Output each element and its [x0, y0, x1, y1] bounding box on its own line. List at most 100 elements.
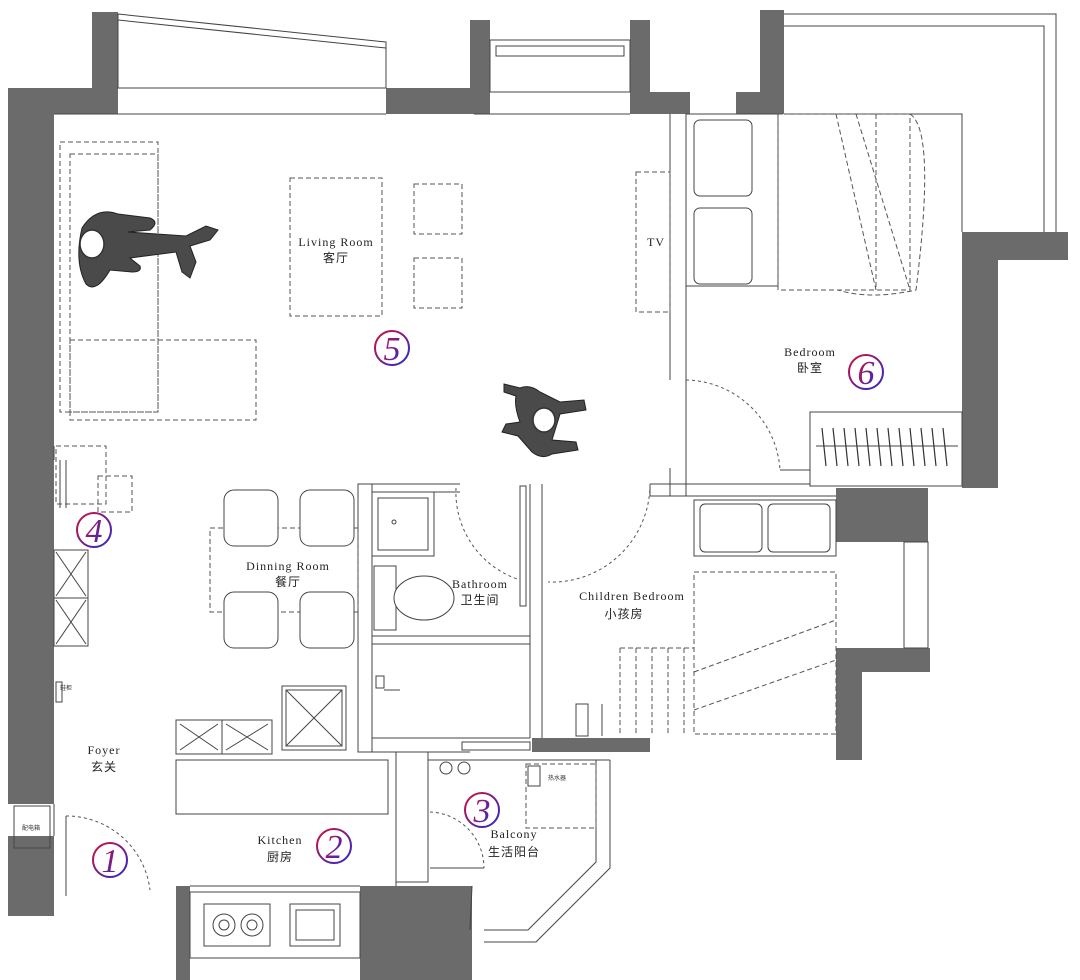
wall-window-right: [630, 20, 650, 114]
marker-1-ring: [92, 842, 128, 878]
wall-window-left: [470, 20, 490, 114]
wall-left-lower: [8, 836, 54, 916]
marker-6: 6: [858, 355, 875, 392]
bedroom-door: [685, 379, 781, 471]
wall-top-mid: [386, 88, 474, 114]
marker-2: 2: [326, 829, 343, 866]
stove: [203, 903, 271, 947]
living-furniture: [55, 141, 671, 513]
wall-balcony-top: [532, 738, 650, 752]
room-labels: Living Room 客厅 Bedroom 卧室 Dinning Room 餐…: [22, 235, 836, 864]
hanger: [931, 427, 937, 467]
hanger: [865, 427, 871, 467]
kitchen-label-zh: 厨房: [267, 849, 293, 864]
markers: 1 2 3 4 5 6: [76, 330, 884, 880]
hanger: [876, 427, 882, 467]
toilet-tank: [373, 565, 397, 631]
kitchen-counter: [189, 891, 361, 959]
wall-right-mid2: [904, 488, 928, 542]
marker-3-ring: [464, 792, 500, 828]
sofa-chaise: [69, 339, 257, 421]
hanger: [821, 427, 827, 467]
marker-2-ring: [316, 828, 352, 864]
person-figure: [501, 383, 587, 458]
kitchen-island: [175, 759, 389, 815]
dining-room-label: Dinning Room: [246, 559, 330, 573]
dining-furniture: [209, 489, 359, 649]
tv-cabinet: [635, 171, 671, 313]
toilet: [393, 575, 455, 621]
pillow: [767, 503, 831, 553]
stool: [413, 183, 463, 235]
tv-label: TV: [647, 235, 665, 249]
balcony-door: [429, 811, 485, 869]
hanger: [920, 427, 926, 467]
dining-table: [209, 527, 359, 613]
wall-top-left-pier: [92, 12, 118, 112]
sink: [289, 903, 341, 947]
marker-1: 1: [102, 843, 119, 880]
children-furniture: [575, 499, 837, 737]
hanger: [843, 427, 849, 467]
hanger: [887, 427, 893, 467]
children-bedroom-label: Children Bedroom: [579, 589, 685, 603]
coffee-table: [289, 177, 383, 317]
hanger: [832, 427, 838, 467]
vanity: [371, 491, 435, 557]
bathroom-door: [455, 487, 521, 581]
wall-top-right-a: [630, 92, 690, 114]
bedroom-label: Bedroom: [784, 345, 836, 359]
kitchen-furniture: [53, 549, 597, 959]
sofa: [59, 141, 159, 413]
living-room-label: Living Room: [298, 235, 373, 249]
children-bedroom-label-zh: 小孩房: [604, 606, 643, 621]
shoe-cabinet-label: 鞋柜: [60, 684, 72, 692]
hanger: [854, 427, 860, 467]
wall-right-top: [962, 232, 1068, 488]
marker-5: 5: [384, 331, 401, 368]
bedroom-furniture: [685, 113, 963, 487]
wall-left: [8, 92, 54, 804]
foyer-label: Foyer: [88, 743, 121, 757]
dining-chair: [299, 489, 355, 547]
hanger: [898, 427, 904, 467]
pillow: [693, 207, 753, 285]
bathroom-label-zh: 卫生间: [460, 593, 499, 607]
balcony-label: Balcony: [491, 827, 538, 841]
electric-box-label: 配电箱: [22, 824, 40, 832]
marker-4-ring: [76, 512, 112, 548]
walls: [8, 10, 1068, 980]
water-heater-label: 热水器: [548, 774, 566, 782]
stool: [413, 257, 463, 309]
foyer-label-zh: 玄关: [91, 759, 117, 774]
doors: [65, 379, 781, 896]
dining-chair: [299, 591, 355, 649]
pillow: [693, 119, 753, 197]
bedroom-label-zh: 卧室: [797, 360, 823, 375]
children-door: [547, 483, 651, 583]
marker-5-ring: [374, 330, 410, 366]
kitchen-label: Kitchen: [258, 833, 303, 847]
wall-right-lower: [836, 648, 930, 760]
hanger: [909, 427, 915, 467]
wall-cabinet: [175, 719, 273, 755]
dining-chair: [223, 489, 279, 547]
dining-room-label-zh: 餐厅: [275, 574, 301, 589]
bathroom-label: Bathroom: [452, 577, 508, 591]
entry-door: [65, 815, 151, 891]
wardrobe: [809, 411, 963, 487]
dining-chair: [223, 591, 279, 649]
wall-bottom-left: [176, 886, 190, 980]
wall-top-right-pier: [760, 10, 784, 114]
marker-6-ring: [848, 354, 884, 390]
living-room-label-zh: 客厅: [323, 250, 349, 265]
washer-area: [525, 763, 597, 829]
person-figure: [78, 211, 219, 288]
bathroom-fixtures: [371, 491, 455, 691]
children-bed: [693, 571, 837, 735]
marker-3: 3: [473, 793, 491, 830]
bed: [777, 113, 911, 291]
balcony-label-zh: 生活阳台: [488, 844, 540, 859]
wall-bottom-center: [360, 886, 472, 980]
